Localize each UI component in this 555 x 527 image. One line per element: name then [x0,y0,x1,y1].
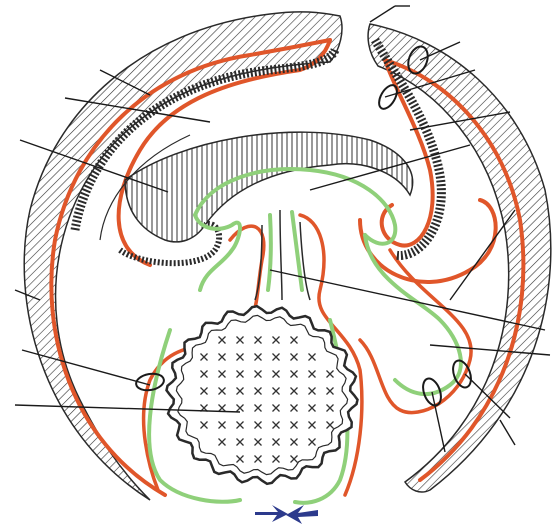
arrow-right-icon [255,505,288,522]
yolk-sac [167,306,358,484]
arrow-left-icon [286,505,318,524]
